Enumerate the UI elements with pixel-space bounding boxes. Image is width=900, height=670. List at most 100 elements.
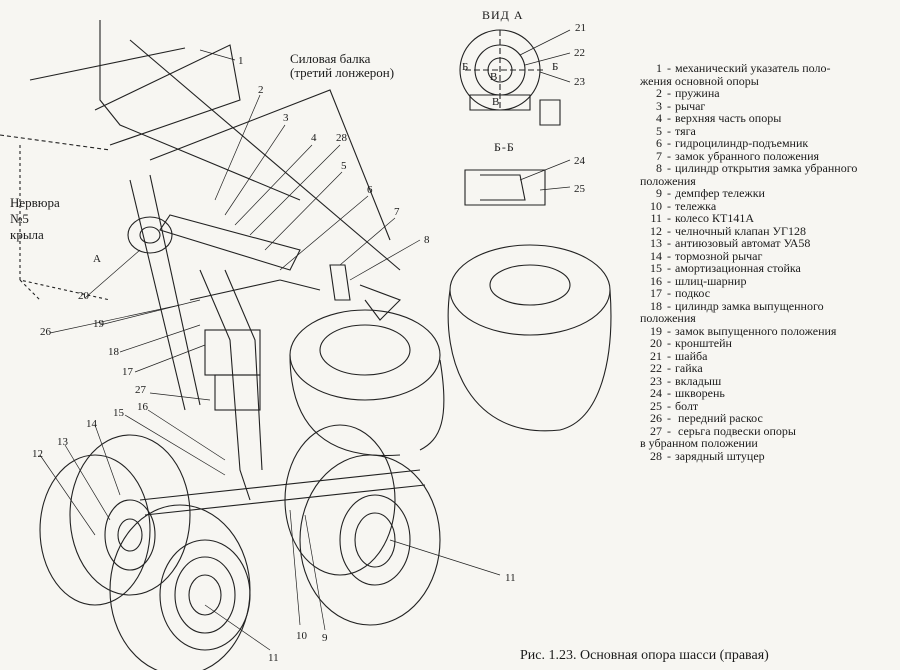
legend-number: 14 — [650, 248, 662, 263]
legend-separator: - — [664, 123, 671, 138]
legend-separator: - — [664, 198, 671, 213]
view-a-title: ВИД А — [482, 8, 524, 22]
legend-number: 18 — [650, 298, 662, 313]
legend-item: 14 -тормозной рычаг — [640, 248, 895, 263]
legend-number: 25 — [650, 398, 662, 413]
legend-number: 8 — [656, 161, 662, 175]
callout-6: 6 — [367, 184, 373, 196]
callout-26: 26 — [40, 326, 51, 338]
legend-number: 24 — [650, 386, 662, 400]
section-b-right-label: Б — [552, 61, 559, 73]
legend-separator: - — [664, 448, 671, 463]
legend-item: 8 -цилиндр открытия замка убранного поло… — [640, 162, 895, 187]
legend-text: гидроцилиндр-подъемник — [675, 136, 809, 150]
legend-separator: - — [664, 386, 671, 400]
beam-label: Силовая балка (третий лонжерон) — [290, 51, 395, 80]
legend-number: 1 — [656, 61, 662, 75]
legend-number: 23 — [650, 373, 662, 388]
callout-9: 9 — [322, 632, 328, 644]
legend-number: 26 — [650, 411, 662, 425]
legend-text: шлиц-шарнир — [675, 273, 747, 288]
legend-separator: - — [664, 286, 671, 300]
legend-text: зарядный штуцер — [675, 448, 765, 463]
legend-item: 23 -вкладыш — [640, 373, 895, 388]
legend-number: 17 — [650, 286, 662, 300]
legend-item: 2 -пружина — [640, 87, 895, 100]
legend-text: цилиндр открытия замка убранного положен… — [640, 161, 858, 188]
legend-item: 24 -шкворень — [640, 387, 895, 400]
legend-item: 19 -замок выпущенного положения — [640, 323, 895, 338]
legend-number: 9 — [656, 186, 662, 200]
legend-item: 15 -амортизационная стойка — [640, 262, 895, 275]
callout-12: 12 — [32, 448, 43, 460]
legend-text: вкладыш — [675, 373, 722, 388]
legend-text: механический указатель поло- жения основ… — [640, 61, 831, 88]
arrow-a-label: А — [93, 253, 101, 265]
callout-22: 22 — [574, 47, 585, 59]
legend-item: 9 -демпфер тележки — [640, 187, 895, 200]
legend-number: 22 — [650, 361, 662, 375]
callout-14: 14 — [86, 418, 97, 430]
legend-number: 3 — [656, 98, 662, 113]
legend-item: 13 -антиюзовый автомат УА58 — [640, 237, 895, 250]
legend-item: 6 -гидроцилиндр-подъемник — [640, 137, 895, 150]
callout-25: 25 — [574, 183, 585, 195]
callout-1: 1 — [238, 55, 244, 67]
callout-4: 4 — [311, 132, 317, 144]
parts-legend: 1 -механический указатель поло- жения ос… — [640, 62, 895, 462]
callout-2: 2 — [258, 84, 264, 96]
legend-text: шайба — [675, 348, 708, 363]
legend-text: челночный клапан УГ128 — [675, 223, 806, 238]
callout-23: 23 — [574, 76, 585, 88]
legend-item: 27 - серьга подвески опоры в убранном по… — [640, 423, 895, 450]
legend-text: антиюзовый автомат УА58 — [675, 236, 811, 250]
callout-11b: 11 — [268, 652, 279, 664]
legend-text: рычаг — [675, 98, 706, 113]
legend-text: тележка — [675, 198, 717, 213]
legend-number: 6 — [656, 136, 662, 150]
legend-item: 1 -механический указатель поло- жения ос… — [640, 62, 895, 87]
legend-number: 11 — [650, 211, 662, 225]
callout-20: 20 — [78, 290, 89, 302]
legend-text: подкос — [675, 286, 711, 300]
legend-separator: - — [664, 236, 671, 250]
legend-separator: - — [664, 161, 671, 175]
legend-number: 7 — [656, 148, 662, 163]
legend-separator: - — [664, 336, 671, 350]
legend-separator: - — [664, 323, 671, 338]
callout-17: 17 — [122, 366, 133, 378]
legend-text: замок выпущенного положения — [675, 323, 837, 338]
callout-15: 15 — [113, 407, 124, 419]
legend-separator: - — [664, 98, 671, 113]
legend-separator: - — [664, 373, 671, 388]
legend-separator: - — [664, 111, 671, 125]
section-bb-title: Б-Б — [494, 140, 515, 154]
callout-5: 5 — [341, 160, 347, 172]
legend-number: 4 — [656, 111, 662, 125]
legend-separator: - — [664, 273, 671, 288]
callout-8: 8 — [424, 234, 430, 246]
legend-separator: - — [664, 223, 671, 238]
legend-text: тяга — [675, 123, 696, 138]
legend-separator: - — [664, 148, 671, 163]
legend-separator: - — [664, 211, 671, 225]
legend-number: 5 — [656, 123, 662, 138]
callout-16: 16 — [137, 401, 148, 413]
legend-number: 19 — [650, 323, 662, 338]
legend-text: гайка — [675, 361, 703, 375]
legend-separator: - — [664, 61, 671, 75]
legend-separator: - — [664, 423, 671, 438]
legend-number: 21 — [650, 348, 662, 363]
callout-27: 27 — [135, 384, 146, 396]
legend-text: шкворень — [675, 386, 725, 400]
legend-number: 27 — [650, 423, 662, 438]
legend-item: 26 - передний раскос — [640, 412, 895, 425]
legend-separator: - — [664, 86, 671, 100]
callout-24: 24 — [574, 155, 585, 167]
legend-item: 11 -колесо КТ141А — [640, 212, 895, 225]
legend-item: 21 -шайба — [640, 348, 895, 363]
view-b2-label: В — [492, 96, 500, 108]
legend-text: серьга подвески опоры в убранном положен… — [640, 423, 796, 450]
legend-number: 16 — [650, 273, 662, 288]
legend-item: 12 -челночный клапан УГ128 — [640, 223, 895, 238]
